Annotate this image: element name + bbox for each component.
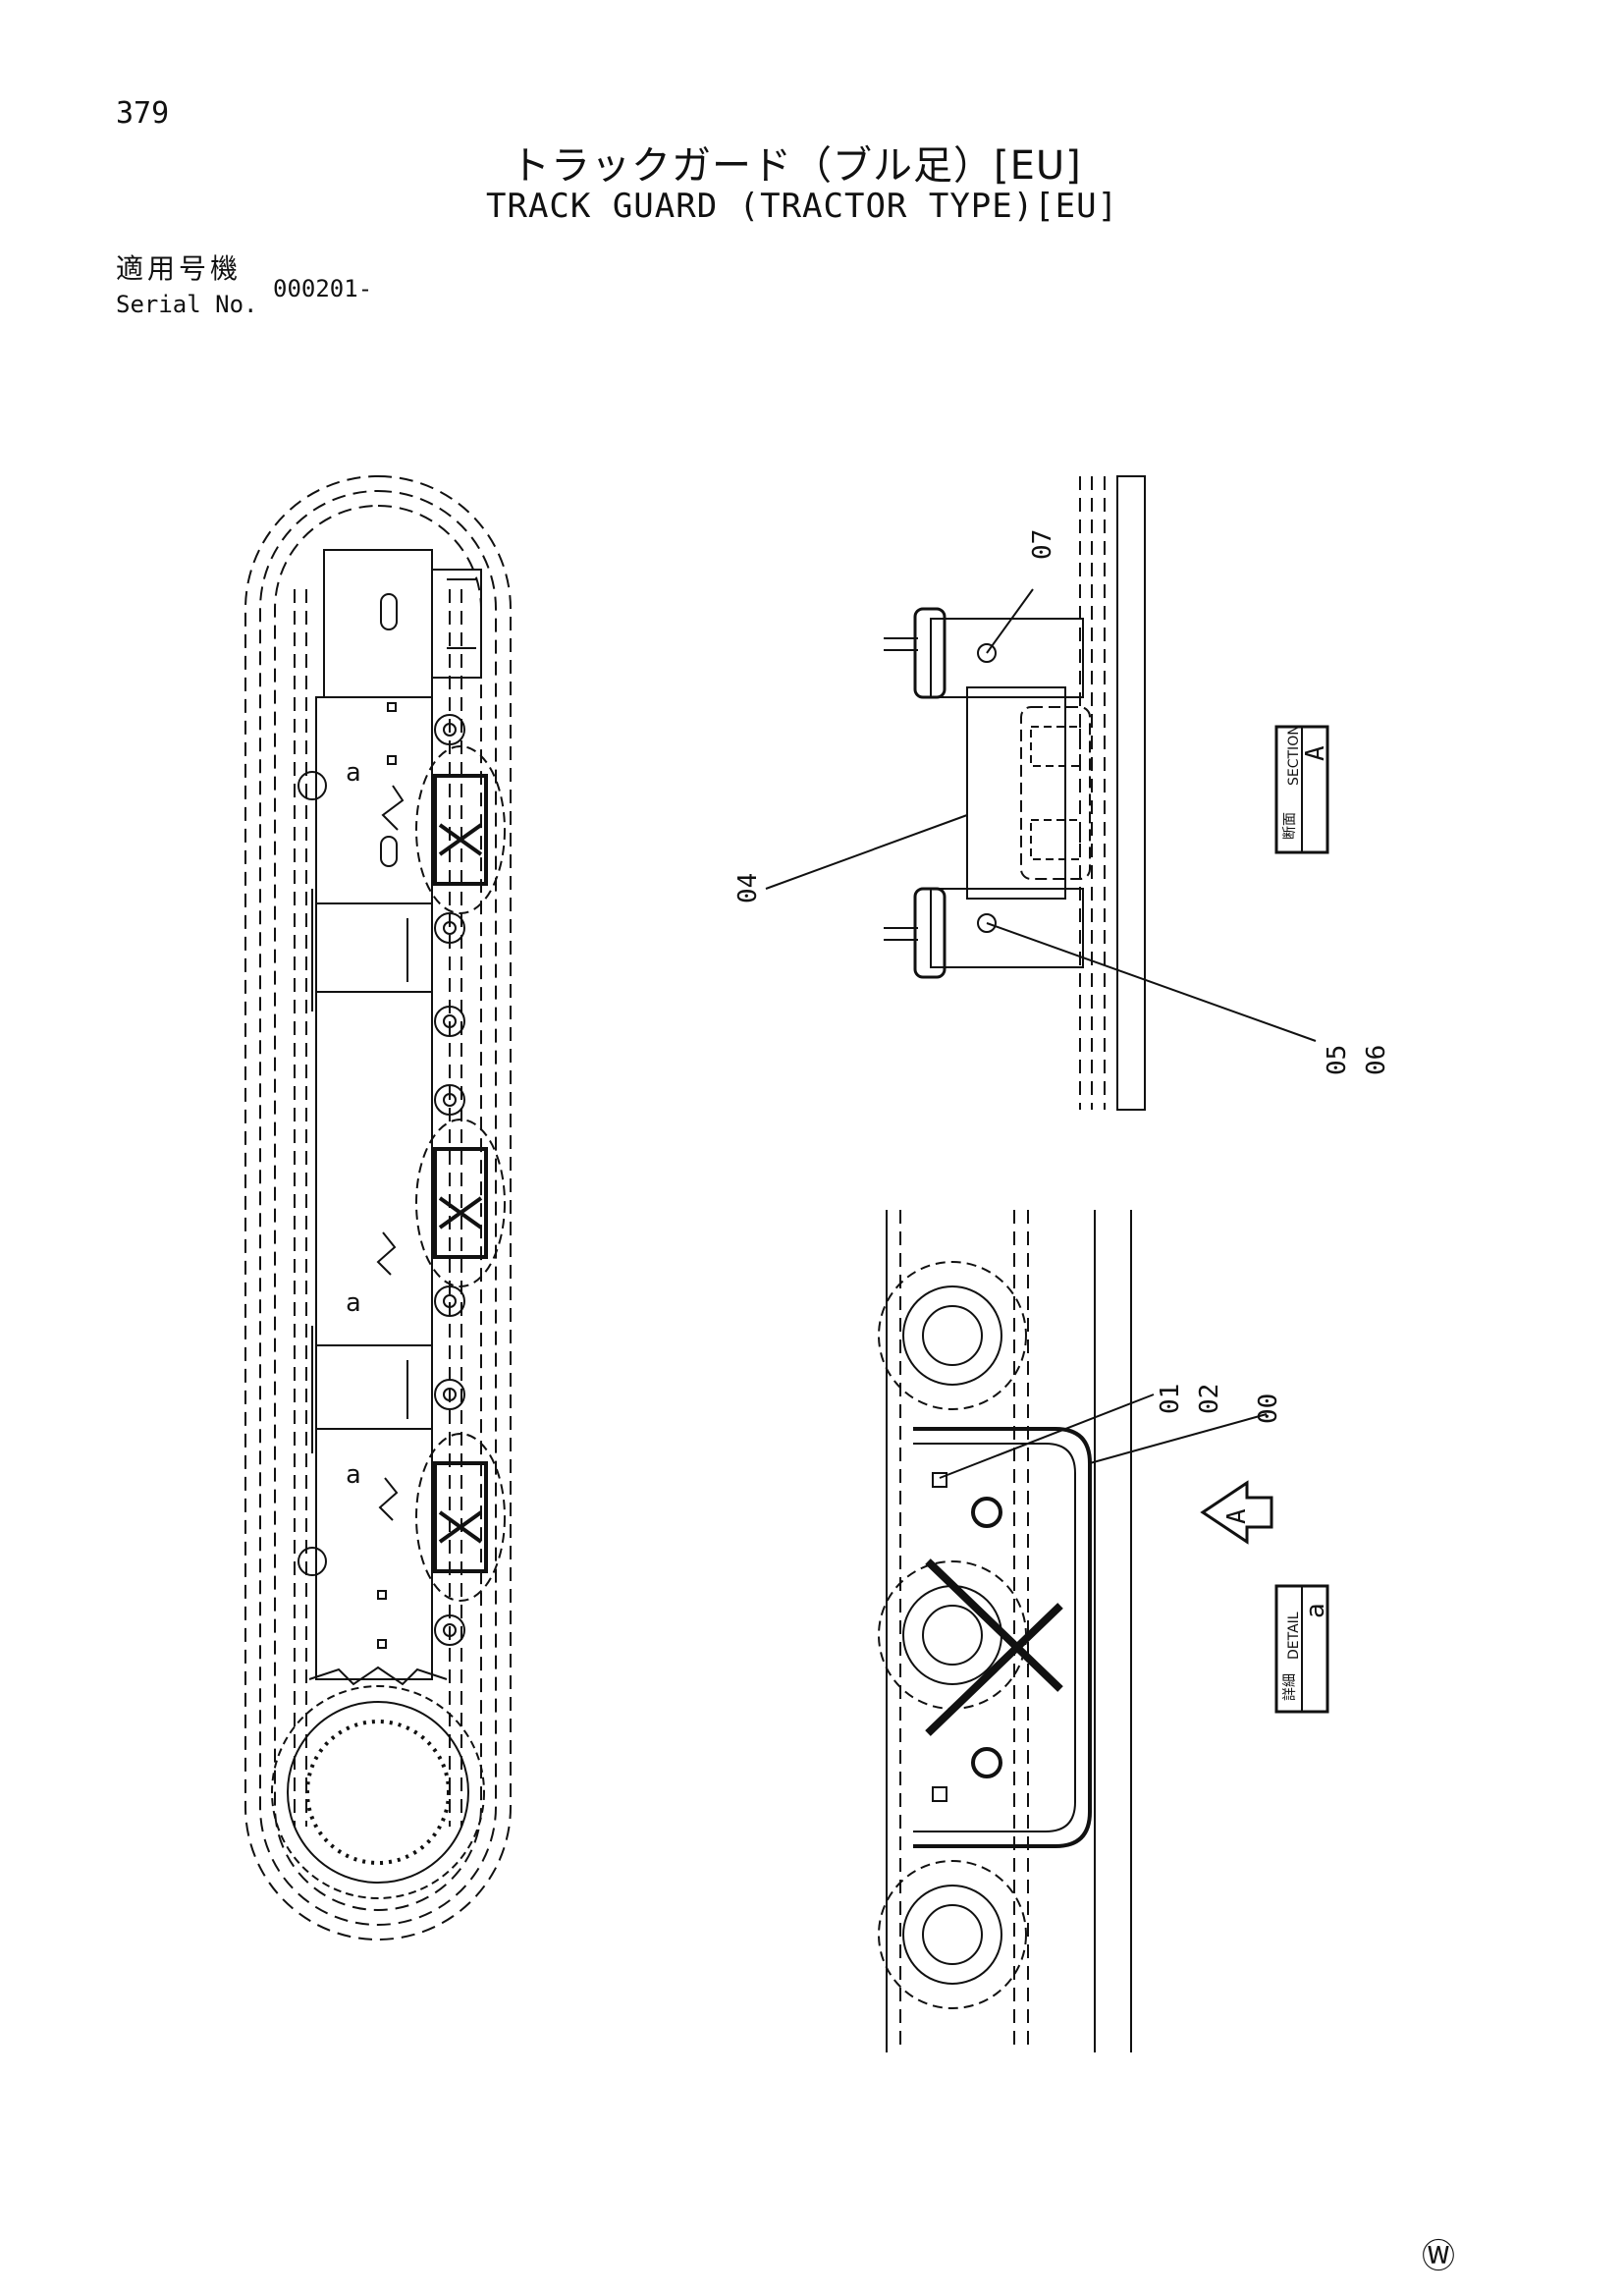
section-a-view <box>765 475 1317 1111</box>
callout-06: 06 <box>1362 1045 1391 1075</box>
track-outline-outer <box>244 475 512 1941</box>
callout-01: 01 <box>1156 1384 1185 1414</box>
detail-label-letter: a <box>1301 1603 1330 1618</box>
section-label-box: 断面 SECTION A <box>1274 725 1330 854</box>
idler-block <box>323 549 433 698</box>
view-label-a: a <box>346 758 361 788</box>
track-outline-middle <box>259 490 497 1926</box>
title-japanese: トラックガード（ブル足）[EU] <box>511 143 1082 189</box>
callout-05: 05 <box>1323 1045 1352 1075</box>
detail-a-view <box>878 1210 1268 2052</box>
callout-07: 07 <box>1028 529 1057 560</box>
page-number: 379 <box>116 96 170 131</box>
view-label-a: a <box>346 1288 361 1318</box>
callout-00: 00 <box>1254 1394 1283 1424</box>
callout-04: 04 <box>733 873 763 903</box>
track-outline-inner <box>274 505 482 1911</box>
view-arrow-label: A <box>1222 1508 1252 1524</box>
title-english: TRACK GUARD (TRACTOR TYPE)[EU] <box>486 187 1119 226</box>
detail-label-jp: 詳細 <box>1282 1673 1298 1701</box>
frame-body <box>315 696 433 1680</box>
publisher-mark: Ⓦ <box>1422 2237 1455 2276</box>
sprocket <box>271 1666 485 1899</box>
view-label-a: a <box>346 1460 361 1490</box>
callout-02: 02 <box>1195 1384 1224 1414</box>
serial-number-value: 000201- <box>273 275 373 302</box>
track-plate <box>1116 475 1146 1111</box>
detail-label-box: 詳細 DETAIL a <box>1274 1584 1330 1714</box>
track-guards <box>433 774 488 1573</box>
view-labels-a: a a a <box>346 758 361 1490</box>
detail-label-en: DETAIL <box>1286 1612 1302 1660</box>
track-frame-view <box>244 475 512 1941</box>
track-rollers <box>298 714 465 1646</box>
section-label-en: SECTION <box>1286 725 1302 786</box>
section-label-jp: 断面 <box>1282 812 1298 840</box>
serial-label-english: Serial No. <box>116 291 258 318</box>
view-arrow-a: A <box>1200 1480 1273 1545</box>
section-label-letter: A <box>1301 745 1330 761</box>
serial-label-japanese: 適用号機 <box>116 252 243 285</box>
